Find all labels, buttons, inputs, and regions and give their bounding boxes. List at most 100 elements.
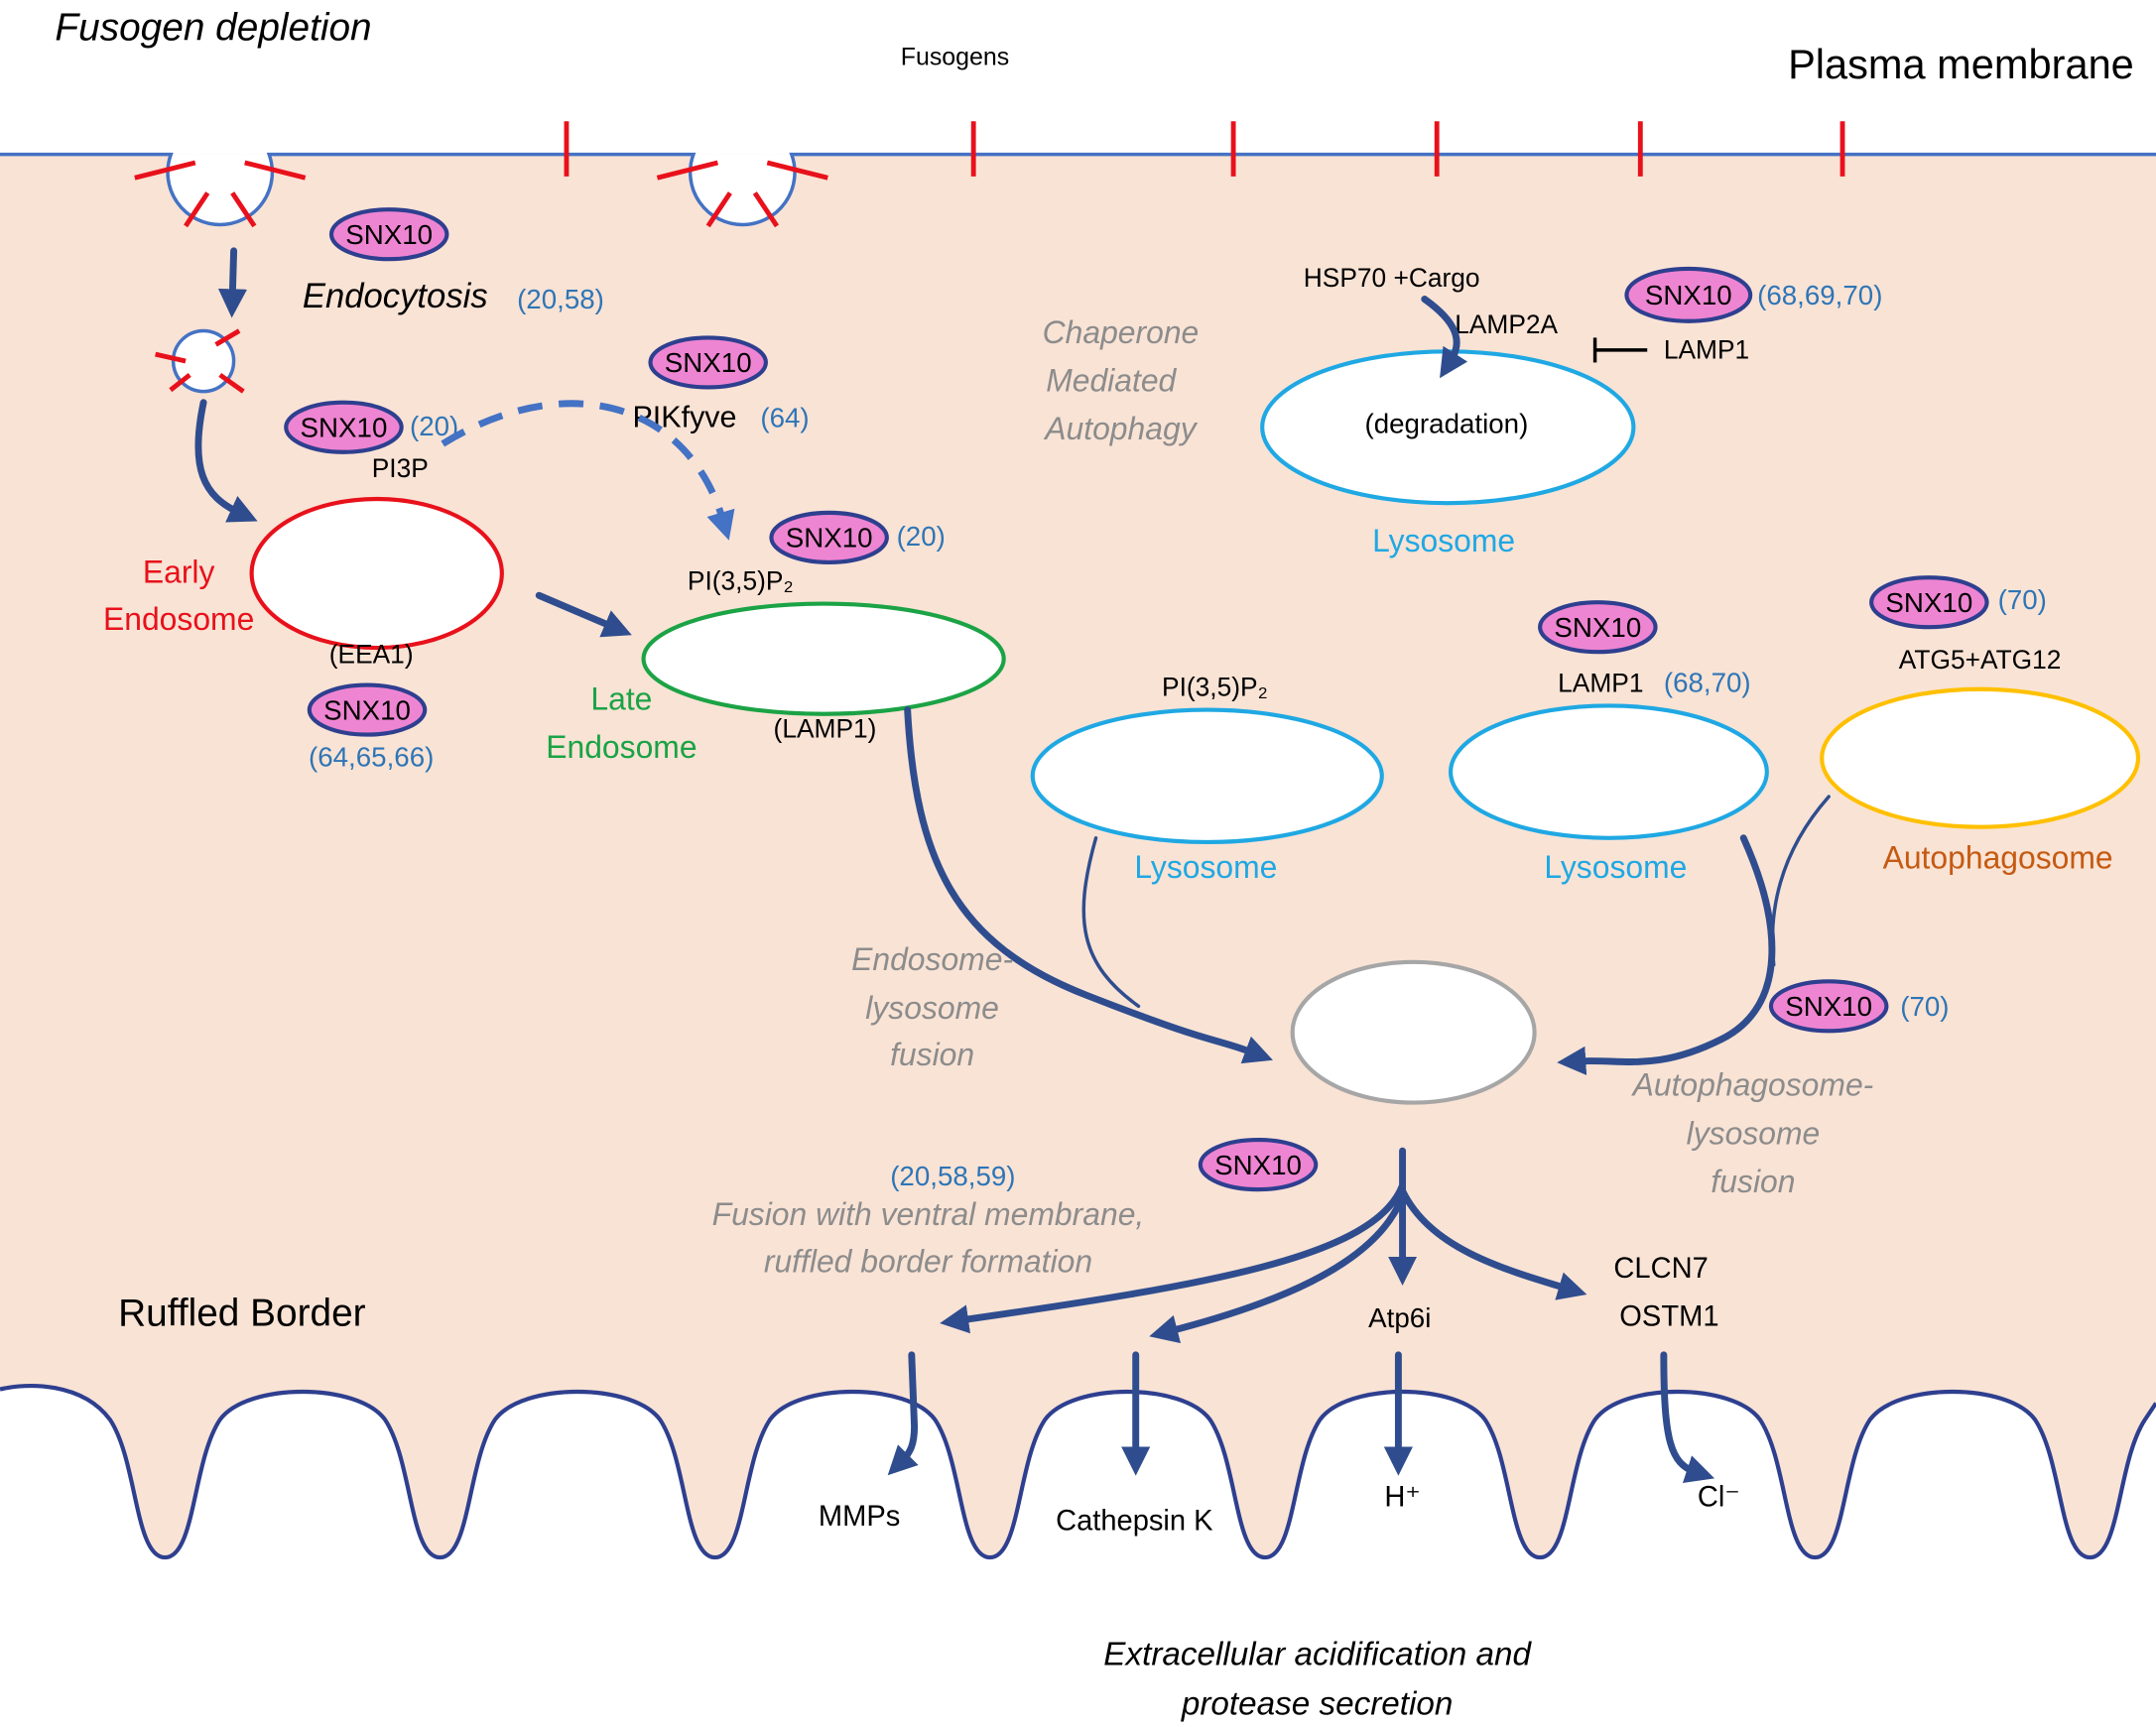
fusogen-mark <box>218 372 245 394</box>
snx10-label: SNX10 <box>1885 587 1972 618</box>
snx10-badge-cma: SNX10 <box>1624 266 1753 323</box>
ruffled-border-ref: (20,58,59) <box>890 1161 1015 1191</box>
snx10-label: SNX10 <box>1214 1150 1302 1180</box>
endocytic-pit-2-interior <box>690 154 796 225</box>
figure-title: Fusogen depletion <box>55 6 371 49</box>
snx10-ellipse <box>1768 979 1889 1034</box>
cathepsin-k-label: Cathepsin K <box>1056 1505 1213 1537</box>
lysosome-a <box>1030 707 1384 845</box>
fusogen-mark <box>230 191 257 228</box>
late-endosome-lipid: PI(3,5)P₂ <box>688 566 794 596</box>
fusogen-mark <box>134 160 196 181</box>
lysosome-a-fusion-line <box>1081 836 1141 1009</box>
snx10-badge-early-endosome: SNX10 <box>307 682 428 737</box>
chloride-label: Cl⁻ <box>1698 1482 1740 1514</box>
chloride-channel-delivery-arrow <box>1399 1187 1587 1300</box>
endosome-lysosome-fusion-line1: Endosome- <box>851 941 1013 977</box>
lysosome-a-lipid: PI(3,5)P₂ <box>1162 673 1268 702</box>
snx10-label: SNX10 <box>301 412 388 442</box>
fusogen-mark <box>169 373 191 393</box>
snx10-ellipse <box>284 400 404 454</box>
endosome-lysosome-fusion-line2: lysosome <box>865 990 999 1026</box>
ruffled-border-membrane <box>0 1383 2156 1560</box>
lysosome-a-label: Lysosome <box>1134 849 1277 885</box>
snx10-ellipse <box>1198 1138 1319 1192</box>
late-endosome-lipid-ref: (20) <box>897 521 946 552</box>
pikfyve-label: PIKfyve <box>632 401 736 434</box>
plasma-membrane-label: Plasma membrane <box>1788 41 2134 87</box>
fusogen-mark <box>214 328 241 347</box>
cma-title-line3: Autophagy <box>1043 411 1198 446</box>
ruffled-border-process-line2: ruffled border formation <box>764 1243 1092 1279</box>
autophagosome <box>1820 686 2141 829</box>
ventral-membrane-fusion-arrow <box>940 1181 1407 1334</box>
endocytosis-label: Endocytosis <box>303 278 488 315</box>
endocytosis-ref: (20,58) <box>517 284 604 314</box>
snx10-ellipse <box>648 335 768 390</box>
proton-pump-label: Atp6i <box>1368 1302 1431 1333</box>
autophagosome-lysosome-fusion-ref: (70) <box>1900 991 1949 1022</box>
autophagosome-fusion-line <box>1770 795 1831 967</box>
pikfyve-ref: (64) <box>760 403 809 433</box>
snx10-label: SNX10 <box>786 523 873 554</box>
mmps-label: MMPs <box>819 1501 900 1533</box>
cma-lysosome-content: (degradation) <box>1364 408 1528 438</box>
proton-label: H⁺ <box>1384 1482 1420 1514</box>
fusogen-mark <box>705 191 732 228</box>
early-endosome-label-line1: Early <box>143 555 215 590</box>
early-to-late-endosome-arrow <box>535 591 632 638</box>
snx10-label: SNX10 <box>1645 280 1732 310</box>
cma-title-line1: Chaperone <box>1043 314 1200 350</box>
protease-delivery-arrow <box>1149 1192 1407 1344</box>
secretory-lysosome <box>1290 959 1537 1105</box>
fusogens-label: Fusogens <box>901 43 1010 70</box>
pi3p-to-pi35p2-dashed-arrow <box>441 400 735 541</box>
plasma-membrane <box>0 152 2156 227</box>
early-endosome <box>249 496 504 651</box>
membrane-fusogens <box>564 121 1845 177</box>
snx10-badge-endocytosis: SNX10 <box>328 207 449 262</box>
snx10-ellipse <box>1624 266 1753 323</box>
fusogen-mark <box>656 160 718 181</box>
snx10-label: SNX10 <box>345 219 433 250</box>
fusogen-mark <box>184 191 210 228</box>
autophagosome-label: Autophagosome <box>1883 839 2113 875</box>
endosome-lysosome-fusion-arrow <box>904 706 1273 1064</box>
lysosome-b-ref: (68,70) <box>1664 667 1751 697</box>
vesicle-to-early-endosome-arrow <box>194 399 258 523</box>
snx10-label: SNX10 <box>665 347 752 378</box>
fusogen-mark <box>752 191 780 228</box>
chloride-channel-label-1: CLCN7 <box>1613 1253 1708 1285</box>
lamp1-inhibition-symbol <box>1592 337 1648 363</box>
snx10-badge-autophagosome: SNX10 <box>1869 575 1989 630</box>
autophagosome-lysosome-fusion-line2: lysosome <box>1687 1115 1821 1151</box>
snx10-badge-fusion: SNX10 <box>1768 979 1889 1034</box>
late-endosome-label-line1: Late <box>590 681 652 717</box>
snx10-ellipse <box>307 682 428 737</box>
cma-inhibitor-label: LAMP1 <box>1664 334 1749 364</box>
pi3p-label: PI3P <box>372 453 429 483</box>
lysosome-b-marker: LAMP1 <box>1558 668 1643 697</box>
pit-2-fusogens <box>656 160 828 228</box>
cma-lysosome-label: Lysosome <box>1372 523 1515 558</box>
mmps-secretion-arrow <box>887 1351 919 1476</box>
autophagosome-lysosome-fusion-line1: Autophagosome- <box>1631 1067 1874 1103</box>
lysosome-b-label: Lysosome <box>1544 849 1687 885</box>
cma-cargo-import-arrow <box>1421 296 1468 379</box>
snx10-ellipse <box>328 207 449 262</box>
early-endosome-ref: (64,65,66) <box>309 742 434 773</box>
cytoplasm <box>0 154 2156 1558</box>
cma-receptor: LAMP2A <box>1455 309 1558 339</box>
early-endosome-label-line2: Endosome <box>103 601 254 637</box>
fusogen-mark <box>155 351 187 364</box>
chloride-secretion-arrow <box>1660 1351 1715 1484</box>
snx10-ellipse <box>1538 600 1658 655</box>
chloride-channel-label-2: OSTM1 <box>1619 1301 1718 1333</box>
early-endosome-marker: (EEA1) <box>329 639 414 669</box>
lysosome-b <box>1448 703 1769 840</box>
snx10-badge-pi3p: SNX10 <box>284 400 404 454</box>
pit-1-fusogens <box>134 160 307 228</box>
autophagosome-ref: (70) <box>1998 584 2047 615</box>
late-endosome-label-line2: Endosome <box>546 729 697 765</box>
